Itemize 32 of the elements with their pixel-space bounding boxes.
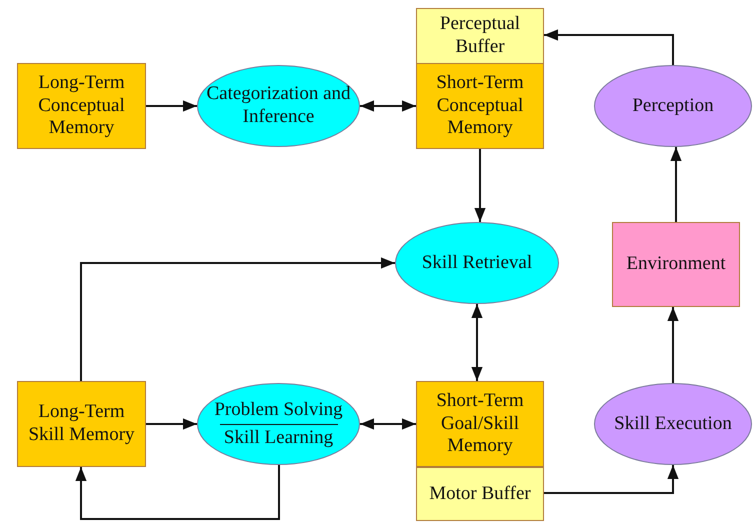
node-label: Skill Retrieval — [420, 252, 534, 274]
arrow — [80, 257, 395, 381]
memory-box — [17, 381, 146, 467]
node-label: Categorization and Inference — [205, 83, 352, 129]
memory-box — [416, 63, 544, 149]
node-label: Short-Term Goal/Skill Memory — [435, 390, 525, 458]
buffer-box — [416, 467, 544, 521]
node-label: Perception — [631, 94, 715, 118]
arrow — [146, 418, 197, 430]
arrow — [474, 149, 486, 222]
arrow — [360, 100, 416, 112]
memory-box — [17, 63, 146, 149]
node-label: Environment — [625, 253, 727, 276]
arrow — [544, 465, 679, 494]
environment-box — [612, 222, 740, 307]
node-label: Skill Execution — [613, 412, 733, 436]
node-label: Long-Term Skill Memory — [27, 401, 136, 447]
memory-box — [416, 381, 544, 467]
arrow — [544, 29, 674, 65]
node-label: Long-Term Conceptual Memory — [37, 72, 126, 140]
arrow — [146, 100, 197, 112]
arrow — [471, 304, 483, 381]
arrow — [75, 465, 280, 520]
node-label: Short-Term Conceptual Memory — [435, 72, 525, 140]
arrow — [667, 307, 679, 383]
node-label: Problem Solving — [213, 398, 344, 422]
node-label: Skill Learning — [222, 426, 334, 450]
node-label: Perceptual Buffer — [438, 13, 522, 59]
buffer-box — [416, 8, 544, 64]
arrow — [360, 418, 416, 430]
arrow — [670, 147, 682, 222]
node-label: Motor Buffer — [428, 482, 532, 506]
